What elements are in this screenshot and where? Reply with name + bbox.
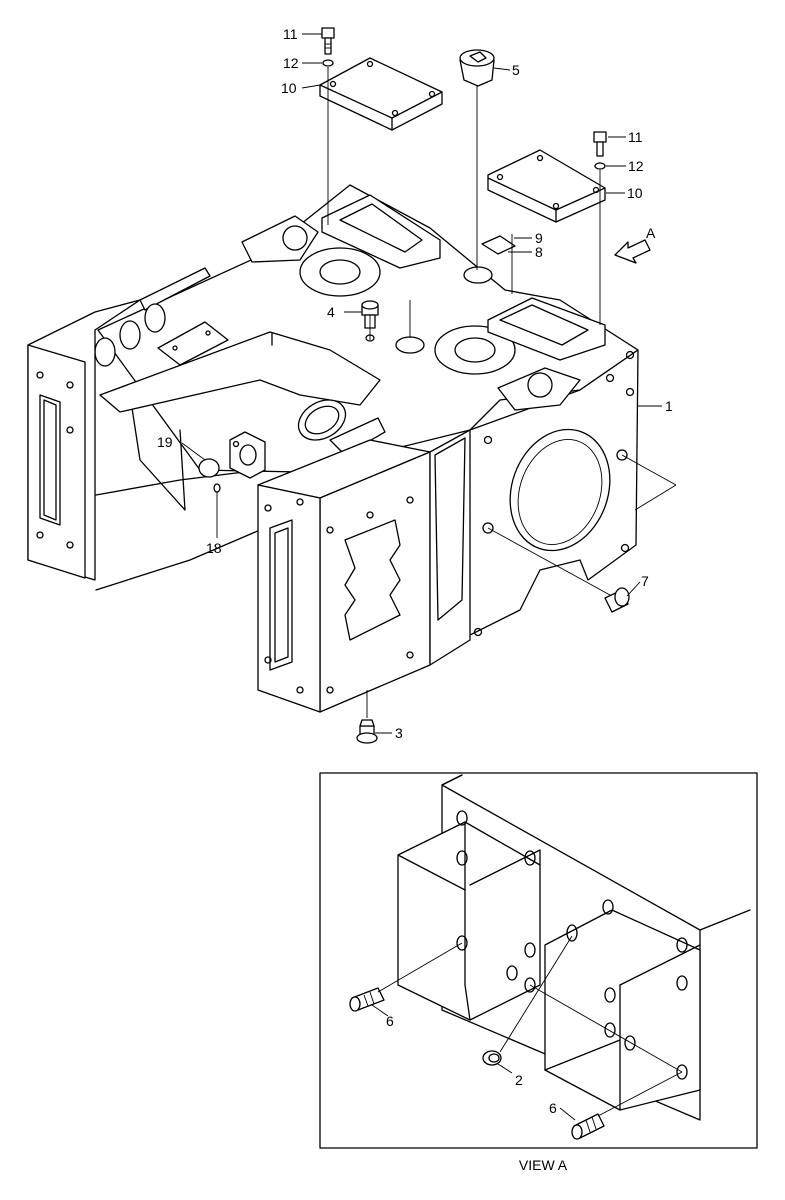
- housing-left-end-plate: [27, 299, 141, 581]
- stud-6-upper: [349, 987, 385, 1012]
- seal-ring: [297, 399, 347, 441]
- callout-11-right: 11: [628, 129, 643, 145]
- view-a-arrow: [614, 239, 651, 264]
- callout-9: 9: [535, 230, 543, 246]
- view-a-caption: VIEW A: [519, 1157, 568, 1173]
- callout-12-left: 12: [283, 55, 299, 71]
- callout-12-right: 12: [628, 158, 644, 174]
- washer-12-right: [594, 162, 606, 170]
- callout-labels: 11 12 10 5 11 12 10 9 8 A 4 1 19 18 7 3 …: [157, 26, 673, 1116]
- callout-7: 7: [641, 573, 649, 589]
- cover-plate-10-right: [487, 149, 606, 223]
- view-a-inset: [319, 772, 758, 1149]
- callout-5: 5: [512, 62, 520, 78]
- callout-view-a: A: [646, 225, 656, 241]
- washer-12-left: [322, 59, 334, 67]
- plug-19: [198, 458, 220, 478]
- stud-6-lower: [571, 1113, 605, 1140]
- cover-plate-10-left: [319, 57, 443, 131]
- exploded-guide-lines: [216, 67, 677, 718]
- deck-pad-left: [321, 194, 441, 269]
- gasket-8: [481, 235, 516, 255]
- drain-plug-3: [356, 719, 378, 744]
- front-plate-cutout: [344, 519, 401, 641]
- flange-assembly: [198, 399, 347, 493]
- deck-pad-right: [487, 297, 606, 361]
- bolt-11-left: [321, 27, 335, 55]
- callout-1: 1: [665, 398, 673, 414]
- callout-3: 3: [395, 725, 403, 741]
- breather-plug-5: [459, 49, 495, 87]
- callout-18: 18: [206, 540, 222, 556]
- housing-fork-arm: [99, 331, 381, 413]
- view-a-right-plate: [544, 909, 701, 1111]
- callout-2: 2: [515, 1072, 523, 1088]
- view-a-frame: [319, 772, 758, 1149]
- pin-18: [213, 483, 221, 493]
- callout-19: 19: [157, 434, 173, 450]
- plug-2: [482, 1050, 502, 1066]
- callout-10-left: 10: [281, 80, 297, 96]
- bolt-11-right: [593, 131, 607, 157]
- housing-main-bore: [509, 428, 611, 552]
- callout-10-right: 10: [627, 185, 643, 201]
- callout-8: 8: [535, 244, 543, 260]
- callout-4: 4: [327, 304, 335, 320]
- callout-6-lower: 6: [549, 1100, 557, 1116]
- callout-6-upper: 6: [386, 1013, 394, 1029]
- housing-front-end-plate: [257, 429, 471, 713]
- plug-7: [604, 587, 630, 613]
- leader-lines: [181, 33, 662, 1121]
- callout-11-left: 11: [283, 26, 298, 42]
